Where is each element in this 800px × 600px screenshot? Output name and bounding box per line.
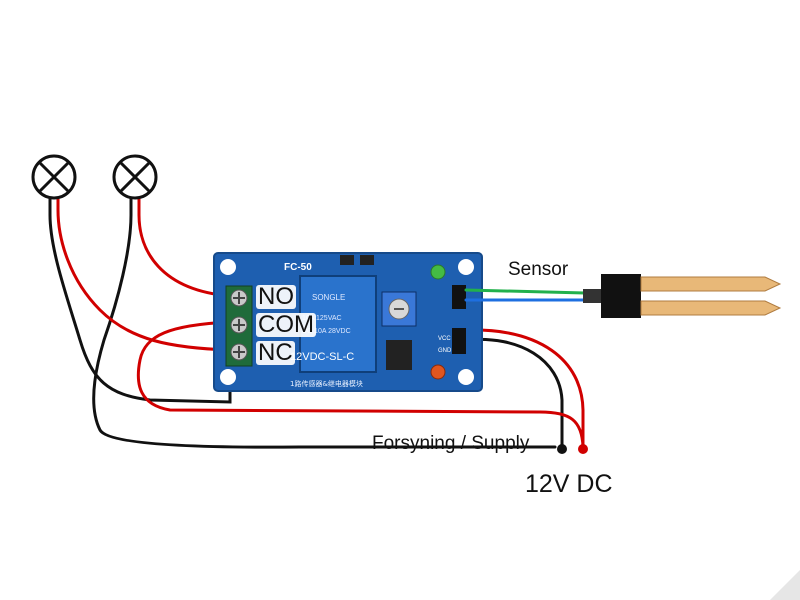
relay-rating-1-text: 10A 125VAC xyxy=(302,315,342,322)
terminal-label-com: COM xyxy=(256,311,316,338)
red-wires xyxy=(56,196,585,449)
board-model-text: FC-50 xyxy=(284,262,312,273)
voltage-label: 12V DC xyxy=(525,470,613,498)
relay-brand-text: SONGLE xyxy=(312,293,345,302)
screw-terminal-block xyxy=(225,285,253,367)
page-corner xyxy=(770,570,800,600)
supply-terminal-positive xyxy=(578,444,588,454)
lamp-icon xyxy=(112,154,158,200)
comparator-chip xyxy=(386,340,412,370)
terminal-label-no: NO xyxy=(256,283,296,310)
relay-module: FC-50 1路传感器&继电器模块 SONGLE 10A 125VAC DC 1… xyxy=(213,252,483,392)
power-led-red xyxy=(430,364,446,380)
lamp-icon xyxy=(31,154,77,200)
terminal-label-nc: NC xyxy=(256,339,295,366)
sensor-header xyxy=(452,285,466,309)
pin-vcc-text: VCC xyxy=(438,336,451,342)
power-header xyxy=(452,328,466,354)
relay-cube: SONGLE 10A 125VAC DC 10A 28VDC 12VDC-SL-… xyxy=(290,275,377,373)
supply-label: Forsyning / Supply xyxy=(372,433,530,454)
sensor-wires xyxy=(464,288,587,302)
black-wires xyxy=(48,196,564,449)
status-led-green xyxy=(430,264,446,280)
sensor-label: Sensor xyxy=(508,259,569,280)
board-caption-text: 1路传感器&继电器模块 xyxy=(290,379,363,388)
supply-terminal-negative xyxy=(557,444,567,454)
soil-moisture-sensor-icon xyxy=(583,274,782,318)
relay-part-text: 12VDC-SL-C xyxy=(290,351,354,363)
potentiometer xyxy=(381,291,417,327)
pin-gnd-text: GND xyxy=(438,348,452,354)
relay-rating-2-text: DC 10A 28VDC xyxy=(302,328,351,335)
